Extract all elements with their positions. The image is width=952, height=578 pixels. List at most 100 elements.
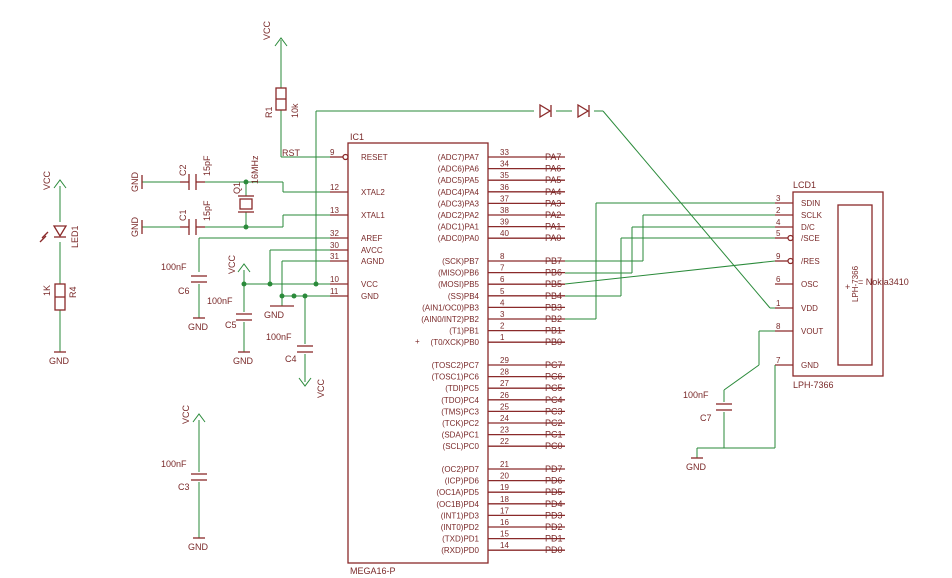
pin-number: 15 bbox=[500, 530, 509, 539]
pin-function: (SCL)PC0 bbox=[443, 442, 480, 451]
pin-number: 6 bbox=[500, 275, 505, 284]
pin-number: 6 bbox=[776, 275, 781, 284]
pin-function: (TMS)PC3 bbox=[441, 407, 479, 416]
ic1-pin-pc0: (SCL)PC0 22 PC0 bbox=[443, 437, 565, 451]
r4-value: 1K bbox=[42, 285, 52, 296]
ic1: IC1 MEGA16-P 9RESET12XTAL213XTAL132AREF3… bbox=[330, 132, 565, 576]
net-label: PB6 bbox=[545, 268, 562, 278]
net-label: PD7 bbox=[545, 464, 563, 474]
lcd1-screen bbox=[837, 204, 873, 366]
pin-function: (ADC6)PA6 bbox=[438, 165, 480, 174]
net-label: PC7 bbox=[545, 360, 563, 370]
pin-name: AVCC bbox=[361, 246, 383, 255]
pin-function: (AIN0/INT2)PB2 bbox=[421, 315, 479, 324]
pin-name: VDD bbox=[801, 304, 818, 313]
pin-number: 38 bbox=[500, 206, 509, 215]
pin-function: (SCK)PB7 bbox=[442, 257, 479, 266]
pin-number: 1 bbox=[500, 333, 505, 342]
crystal-q1: Q1 16MHz bbox=[232, 155, 260, 213]
junction bbox=[267, 281, 273, 287]
c3-value: 100nF bbox=[161, 459, 187, 469]
wire-vdd bbox=[602, 110, 771, 309]
wire-vout-c7 bbox=[723, 364, 760, 391]
net-label: PD6 bbox=[545, 476, 563, 486]
r1-name: R1 bbox=[264, 106, 274, 118]
pin-function: (TOSC1)PC6 bbox=[432, 373, 480, 382]
c2-value: 15pF bbox=[202, 155, 212, 176]
c1-value: 15pF bbox=[202, 200, 212, 221]
gnd-symbol: GND bbox=[188, 537, 209, 552]
q1-name: Q1 bbox=[232, 182, 242, 194]
pin-name: SDIN bbox=[801, 199, 820, 208]
capacitor-c3: 100nF C3 bbox=[161, 459, 207, 492]
pin-number: 33 bbox=[500, 148, 509, 157]
gnd-label: GND bbox=[686, 462, 707, 472]
net-label: PB2 bbox=[545, 314, 562, 324]
net-label: PA0 bbox=[545, 233, 561, 243]
pin-number: 3 bbox=[776, 194, 781, 203]
net-label: PD1 bbox=[545, 534, 563, 544]
vcc-label: VCC bbox=[316, 378, 326, 398]
junction bbox=[241, 281, 247, 287]
gnd-symbol: GND bbox=[686, 457, 707, 472]
pin-number: 3 bbox=[500, 310, 505, 319]
pin-name: SCLK bbox=[801, 211, 823, 220]
pin-number: 8 bbox=[776, 322, 781, 331]
pin-number: 22 bbox=[500, 437, 509, 446]
pin-number: 10 bbox=[330, 275, 339, 284]
pin-function: (TDO)PC4 bbox=[441, 396, 479, 405]
vcc-symbol: VCC bbox=[227, 254, 251, 274]
pin-function: (TCK)PC2 bbox=[442, 419, 479, 428]
pin-number: 29 bbox=[500, 356, 509, 365]
c3-name: C3 bbox=[178, 482, 190, 492]
diode bbox=[539, 103, 552, 119]
net-label: PC2 bbox=[545, 418, 563, 428]
gnd-label: GND bbox=[130, 172, 140, 193]
pin-name: XTAL1 bbox=[361, 211, 385, 220]
pin-function: (INT0)PD2 bbox=[441, 523, 480, 532]
c1-name: C1 bbox=[178, 209, 188, 221]
lcd1-name: LCD1 bbox=[793, 180, 816, 190]
lcd1-plus-mark: + bbox=[845, 282, 850, 292]
net-label: PC0 bbox=[545, 441, 563, 451]
pin-number: 14 bbox=[500, 541, 509, 550]
net-label: PB5 bbox=[545, 279, 562, 289]
pin-function: (MOSI)PB5 bbox=[438, 280, 479, 289]
lcd1-pin-dc: 4D/C bbox=[775, 218, 815, 232]
net-label: PA5 bbox=[545, 175, 561, 185]
net-label: PD0 bbox=[545, 545, 563, 555]
vcc-label: VCC bbox=[262, 20, 272, 40]
diode bbox=[577, 103, 590, 119]
junction bbox=[291, 293, 297, 299]
pin-number: 27 bbox=[500, 379, 509, 388]
net-label: PB1 bbox=[545, 326, 562, 336]
pin-function: (ADC7)PA7 bbox=[438, 153, 480, 162]
vcc-symbol: VCC bbox=[262, 20, 288, 47]
net-label: PB4 bbox=[545, 291, 562, 301]
pin-number: 19 bbox=[500, 483, 509, 492]
capacitor-c1: C1 15pF bbox=[178, 200, 212, 235]
net-label: PD2 bbox=[545, 522, 563, 532]
pin-function: (RXD)PD0 bbox=[441, 546, 479, 555]
pin-name: D/C bbox=[801, 223, 815, 232]
capacitor-c5: 100nF C5 bbox=[207, 296, 252, 330]
r4-name: R4 bbox=[68, 286, 78, 298]
pin-number: 26 bbox=[500, 391, 509, 400]
net-label: PC6 bbox=[545, 372, 563, 382]
net-label: PA1 bbox=[545, 222, 561, 232]
